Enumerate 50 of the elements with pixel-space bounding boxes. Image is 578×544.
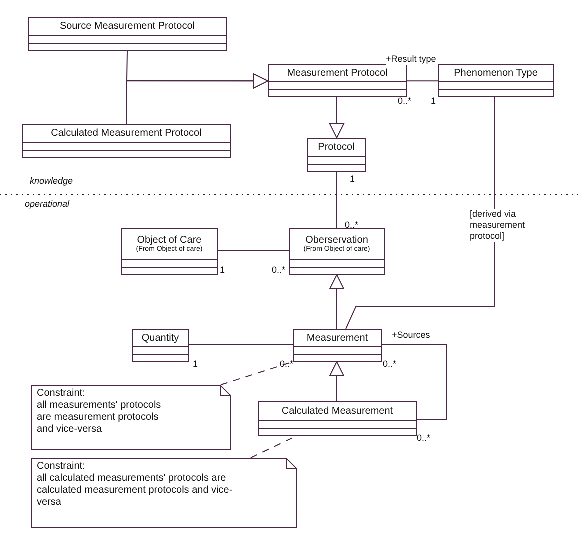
generalization-arrow: [126, 74, 268, 124]
multiplicity-label: 1: [350, 174, 356, 184]
class-name: Calculated Measurement Protocol: [51, 128, 202, 139]
class-name: Oberservation: [306, 235, 368, 246]
note-box: [31, 385, 231, 450]
class-name: Measurement: [306, 332, 368, 344]
association-line: [188, 344, 294, 346]
association-line: [346, 96, 496, 330]
multiplicity-label: 0..*: [398, 96, 412, 106]
note-text: all calculated measurements' protocols are calculated measurement protocols and vice-versa: [36, 473, 234, 509]
multiplicity-label: 0..*: [280, 359, 294, 369]
generalization-arrow: [329, 362, 344, 402]
class-box: [293, 329, 382, 362]
multiplicity-label: 0..*: [417, 433, 431, 443]
class-name: Phenomenon Type: [454, 68, 538, 78]
class-name: Source Measurement Protocol: [60, 21, 196, 32]
class-name: Object of Care: [137, 235, 202, 246]
class-name: Measurement Protocol: [287, 68, 388, 78]
class-box: [132, 329, 189, 362]
multiplicity-label: 0..*: [383, 359, 397, 369]
multiplicity-label: 0..*: [272, 265, 286, 275]
association-line: [218, 250, 290, 252]
association-line: [382, 344, 448, 420]
class-box: [268, 64, 407, 97]
note-heading: Constraint:: [36, 461, 86, 473]
class-box: [438, 64, 554, 97]
note-text: all measurements' protocols are measurement protocols and vice-versa: [36, 400, 162, 436]
role-name: +Sources: [392, 330, 430, 341]
area-label: operational: [25, 199, 70, 209]
area-label: knowledge: [30, 176, 74, 186]
multiplicity-label: 1: [193, 359, 198, 369]
class-name: Protocol: [318, 142, 355, 153]
class-name: Quantity: [142, 332, 180, 344]
class-box: [258, 401, 417, 436]
generalization-arrow: [330, 274, 344, 330]
class-box: [121, 228, 218, 275]
class-box: [307, 138, 366, 172]
class-box: [28, 17, 227, 51]
multiplicity-label: 1: [431, 96, 436, 106]
generalization-arrow: [329, 96, 344, 138]
note-heading: Constraint:: [36, 388, 86, 400]
multiplicity-label: 1: [220, 265, 226, 275]
association-line: [406, 80, 438, 82]
class-box: [289, 228, 385, 275]
association-line: [336, 172, 338, 228]
role-name: +Result type: [386, 54, 436, 65]
multiplicity-label: 0..*: [345, 220, 359, 230]
note-box: [31, 458, 297, 528]
class-name: Calculated Measurement: [282, 406, 394, 416]
class-box: [22, 124, 231, 158]
